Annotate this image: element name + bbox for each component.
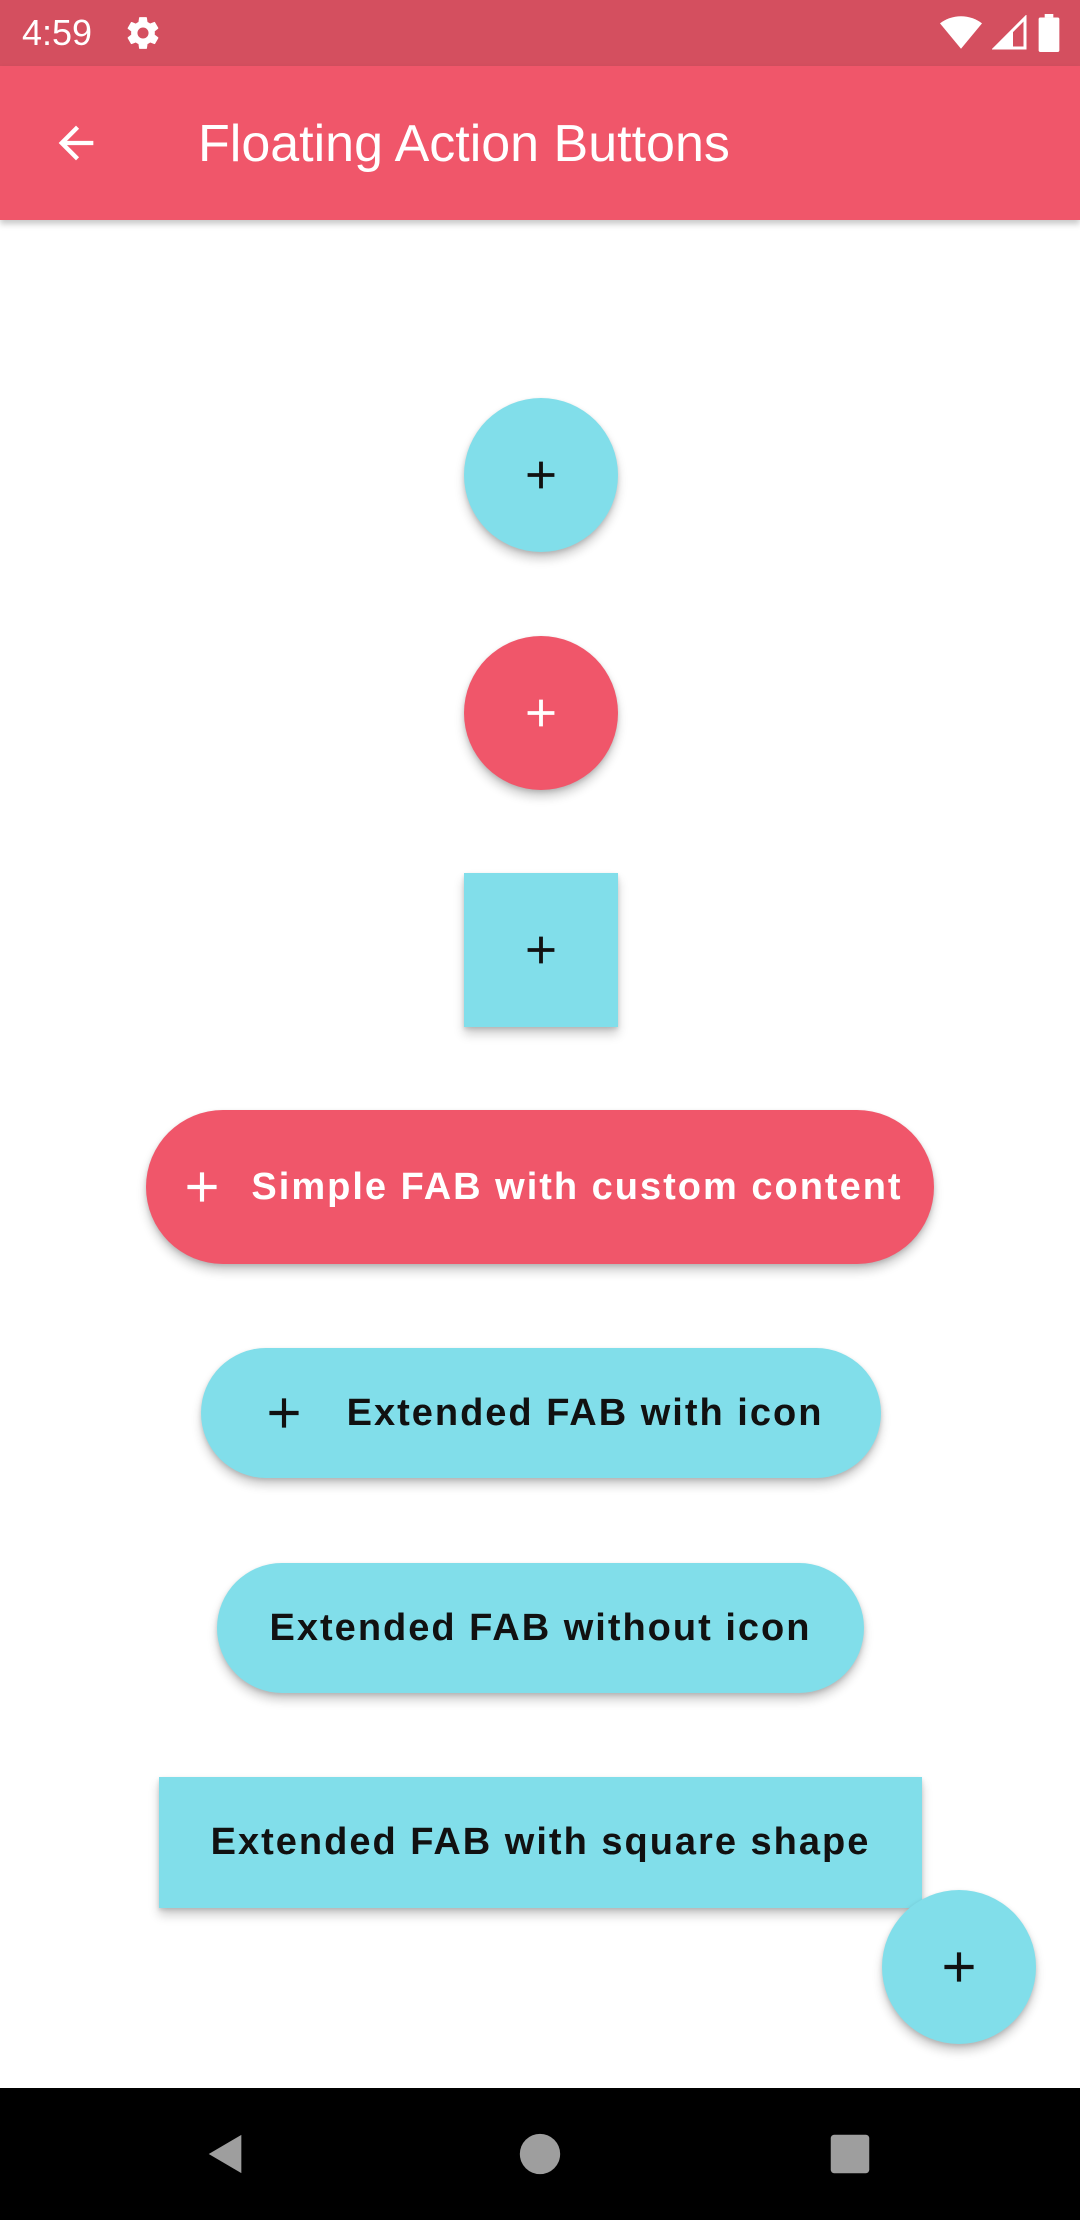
plus-icon xyxy=(527,699,555,727)
navigation-bar xyxy=(0,2088,1080,2220)
recents-square-icon xyxy=(830,2134,870,2174)
fab-label: Simple FAB with custom content xyxy=(251,1165,903,1208)
page-title: Floating Action Buttons xyxy=(198,115,730,173)
back-button[interactable] xyxy=(40,112,112,174)
add-fab-cyan[interactable] xyxy=(464,398,618,552)
fab-label: Extended FAB with square shape xyxy=(210,1821,871,1863)
extended-fab-square-shape[interactable]: Extended FAB with square shape xyxy=(159,1777,922,1908)
battery-icon xyxy=(1038,14,1060,52)
plus-icon xyxy=(269,1398,299,1428)
home-circle-icon xyxy=(519,2133,561,2175)
plus-icon xyxy=(527,461,555,489)
extended-fab-without-icon[interactable]: Extended FAB without icon xyxy=(217,1563,864,1693)
simple-fab-custom-content[interactable]: Simple FAB with custom content xyxy=(146,1110,934,1264)
nav-recents-button[interactable] xyxy=(820,2124,880,2184)
plus-icon xyxy=(527,936,555,964)
fab-label: Extended FAB with icon xyxy=(346,1391,824,1434)
status-time: 4:59 xyxy=(22,12,93,53)
back-triangle-icon xyxy=(208,2134,242,2174)
signal-icon xyxy=(992,15,1027,50)
add-fab-red[interactable] xyxy=(464,636,618,790)
nav-home-button[interactable] xyxy=(510,2124,570,2184)
status-bar: 4:59 xyxy=(0,0,1080,66)
status-icons xyxy=(940,14,1060,52)
plus-icon xyxy=(187,1172,218,1202)
fab-label: Extended FAB without icon xyxy=(269,1606,812,1649)
app-bar: Floating Action Buttons xyxy=(0,66,1080,220)
nav-back-button[interactable] xyxy=(196,2124,256,2184)
wifi-icon xyxy=(940,16,982,49)
gear-icon xyxy=(127,17,159,49)
extended-fab-with-icon[interactable]: Extended FAB with icon xyxy=(201,1348,881,1478)
plus-icon xyxy=(944,1952,974,1982)
add-fab-bottom-right[interactable] xyxy=(882,1890,1036,2044)
add-fab-square[interactable] xyxy=(464,873,618,1027)
arrow-back-icon xyxy=(58,125,94,161)
